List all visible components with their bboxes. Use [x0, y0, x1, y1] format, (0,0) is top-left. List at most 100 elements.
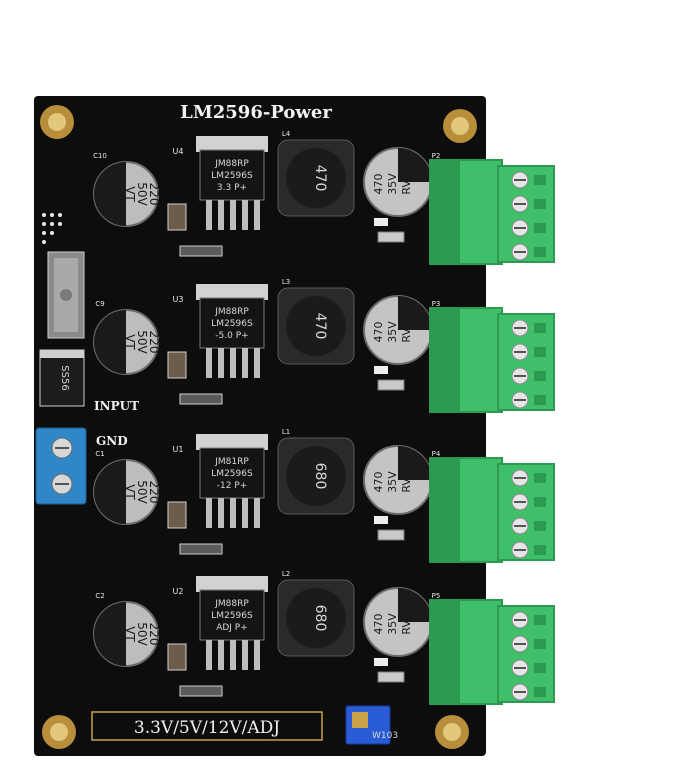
regulator-ic-label-3: ADJ P+ — [216, 623, 248, 633]
input-capacitor-label-1: 220 — [147, 183, 161, 206]
smd-led — [377, 231, 405, 243]
output-capacitor-label-1: 470 — [372, 472, 385, 493]
power-inductor: 680 — [277, 579, 355, 657]
smd-diode — [179, 245, 223, 257]
input-capacitor-label-2: 50V — [135, 330, 149, 354]
input-capacitor-label-2: 50V — [135, 480, 149, 504]
pcb-board — [34, 96, 486, 756]
input-capacitor-ref: C2 — [95, 592, 104, 600]
footer-label: 3.3V/5V/12V/ADJ — [134, 718, 280, 738]
power-inductor-label: 470 — [312, 165, 328, 192]
input-capacitor-label-3: VT — [123, 626, 137, 642]
gnd-label: GND — [96, 434, 128, 448]
input-capacitor-label-2: 50V — [135, 182, 149, 206]
input-capacitor-label-1: 220 — [147, 623, 161, 646]
smd-diode — [179, 685, 223, 697]
smd-capacitor — [167, 203, 187, 231]
regulator-ref: U2 — [173, 587, 184, 596]
pot-label: W103 — [372, 731, 398, 741]
regulator-ref: U1 — [173, 445, 184, 454]
input-capacitor-ref: C10 — [93, 152, 107, 160]
regulator-ic: JM81RP LM2596S -12 P+ — [196, 434, 268, 528]
power-inductor: 470 — [277, 287, 355, 365]
inductor-ref: L2 — [282, 570, 290, 578]
output-capacitor-label-3: RVT — [400, 613, 413, 635]
smd-capacitor — [167, 643, 187, 671]
regulator-ic-label-2: LM2596S — [211, 611, 253, 621]
terminal-ref: P2 — [432, 152, 441, 160]
diode-label: SS56 — [59, 365, 70, 390]
output-capacitor-label-2: 35V — [386, 613, 399, 635]
regulator-ic-label-3: 3.3 P+ — [217, 183, 247, 193]
adjust-potentiometer: W103 — [345, 705, 398, 745]
output-capacitor-label-1: 470 — [372, 614, 385, 635]
smd-capacitor — [167, 501, 187, 529]
smd-resistor — [374, 516, 388, 524]
inductor-ref: L1 — [282, 428, 290, 436]
input-capacitor-label-3: VT — [123, 484, 137, 500]
regulator-ic-label-1: JM88RP — [214, 599, 249, 609]
terminal-ref: P5 — [432, 592, 441, 600]
regulator-ic-label-1: JM88RP — [214, 307, 249, 317]
power-inductor-label: 680 — [312, 605, 328, 632]
regulator-ic-label-3: -5.0 P+ — [215, 331, 248, 341]
board-title: LM2596-Power — [180, 102, 332, 123]
smd-led — [377, 671, 405, 683]
smd-diode — [179, 393, 223, 405]
output-capacitor-label-2: 35V — [386, 321, 399, 343]
power-inductor-label: 680 — [312, 463, 328, 490]
output-capacitor-label-1: 470 — [372, 322, 385, 343]
output-capacitor-label-1: 470 — [372, 174, 385, 195]
input-capacitor-label-3: VT — [123, 334, 137, 350]
regulator-ic-label-2: LM2596S — [211, 469, 253, 479]
output-terminal-block — [429, 159, 555, 265]
voltage-footer: 3.3V/5V/12V/ADJ — [91, 711, 323, 741]
output-capacitor-label-2: 35V — [386, 471, 399, 493]
regulator-ic: JM88RP LM2596S ADJ P+ — [196, 576, 268, 670]
schottky-diode: SS56 — [39, 349, 85, 407]
regulator-ic-label-3: -12 P+ — [217, 481, 248, 491]
output-terminal-block — [429, 307, 555, 413]
regulator-ref: U4 — [173, 147, 184, 156]
mounting-holes — [40, 105, 477, 749]
smd-resistor — [374, 366, 388, 374]
input-terminal-block — [35, 427, 87, 505]
power-inductor: 470 — [277, 139, 355, 217]
regulator-ic-label-1: JM88RP — [214, 159, 249, 169]
output-capacitor-label-3: RVT — [400, 173, 413, 195]
smd-resistor — [374, 218, 388, 226]
smd-capacitor — [167, 351, 187, 379]
output-capacitor-label-3: RVT — [400, 321, 413, 343]
input-capacitor-label-1: 220 — [147, 481, 161, 504]
power-inductor-label: 470 — [312, 313, 328, 340]
smd-led — [377, 379, 405, 391]
input-capacitor-ref: C9 — [95, 300, 104, 308]
output-capacitor-label-3: RVT — [400, 471, 413, 493]
output-terminal-block — [429, 457, 555, 563]
fiducial-dots — [42, 213, 62, 244]
input-label: INPUT — [94, 399, 139, 413]
smd-resistor — [374, 658, 388, 666]
terminal-ref: P4 — [432, 450, 441, 458]
input-capacitor-ref: C1 — [95, 450, 104, 458]
inductor-ref: L4 — [282, 130, 291, 138]
regulator-ic-label-1: JM81RP — [214, 457, 249, 467]
output-terminal-block — [429, 599, 555, 705]
regulator-ic-label-2: LM2596S — [211, 319, 253, 329]
output-capacitor-label-2: 35V — [386, 173, 399, 195]
regulator-ic: JM88RP LM2596S -5.0 P+ — [196, 284, 268, 378]
smd-led — [377, 529, 405, 541]
input-capacitor-label-3: VT — [123, 186, 137, 202]
